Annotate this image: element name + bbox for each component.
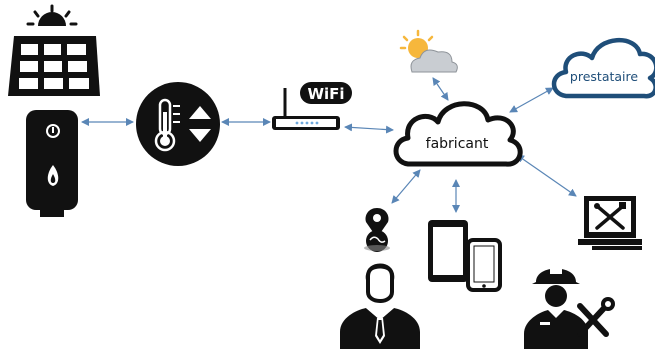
cloud-prestataire-label: prestataire: [570, 69, 638, 84]
location-pin-icon: [364, 208, 390, 252]
wifi-label: WiFi: [307, 85, 344, 103]
wifi-router-icon: WiFi: [272, 82, 352, 130]
arrow-cloud-location: [391, 169, 421, 204]
connectors: [81, 77, 577, 213]
arrow-weather-cloud: [432, 77, 449, 101]
weather-icon: [399, 29, 458, 73]
water-heater-icon: [26, 110, 78, 217]
arrow-router-cloud: [344, 123, 394, 134]
cloud-fabricant-label: fabricant: [426, 136, 489, 152]
cloud-prestataire: prestataire: [551, 38, 655, 99]
thermostat-icon: [136, 82, 220, 166]
user-icon: [340, 263, 420, 349]
sun-icon: [26, 4, 78, 26]
tablet-phone-icon: [428, 220, 502, 292]
cloud-fabricant: fabricant: [393, 101, 523, 167]
solar-panel-icon: [8, 36, 100, 96]
arrow-cloud-provider: [509, 87, 554, 113]
arrow-cloud-laptop: [516, 154, 577, 197]
technician-icon: [524, 266, 615, 349]
laptop-tools-icon: [578, 196, 642, 250]
